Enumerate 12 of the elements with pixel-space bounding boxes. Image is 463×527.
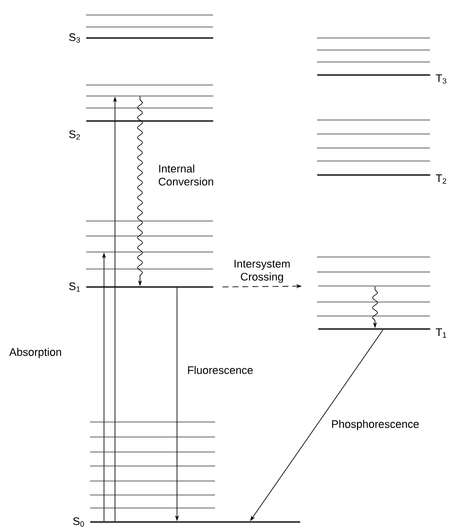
edge-label: Intersystem Crossing (234, 260, 290, 283)
state-label: S$_{2}$ (69, 130, 80, 140)
state-label: T$_{1}$ (436, 328, 446, 338)
edge-label: Internal Conversion (158, 164, 214, 186)
process-label: Absorption (9, 348, 62, 358)
state-label: S$_{3}$ (69, 33, 80, 43)
state-label: S$_{0}$ (73, 517, 84, 527)
state-label: T$_{2}$ (436, 174, 446, 184)
edge-label: Phosphorescence (332, 420, 419, 430)
edge-label: Fluorescence (188, 366, 253, 374)
state-label: S$_{1}$ (69, 282, 80, 292)
state-label: T$_{3}$ (436, 74, 446, 84)
